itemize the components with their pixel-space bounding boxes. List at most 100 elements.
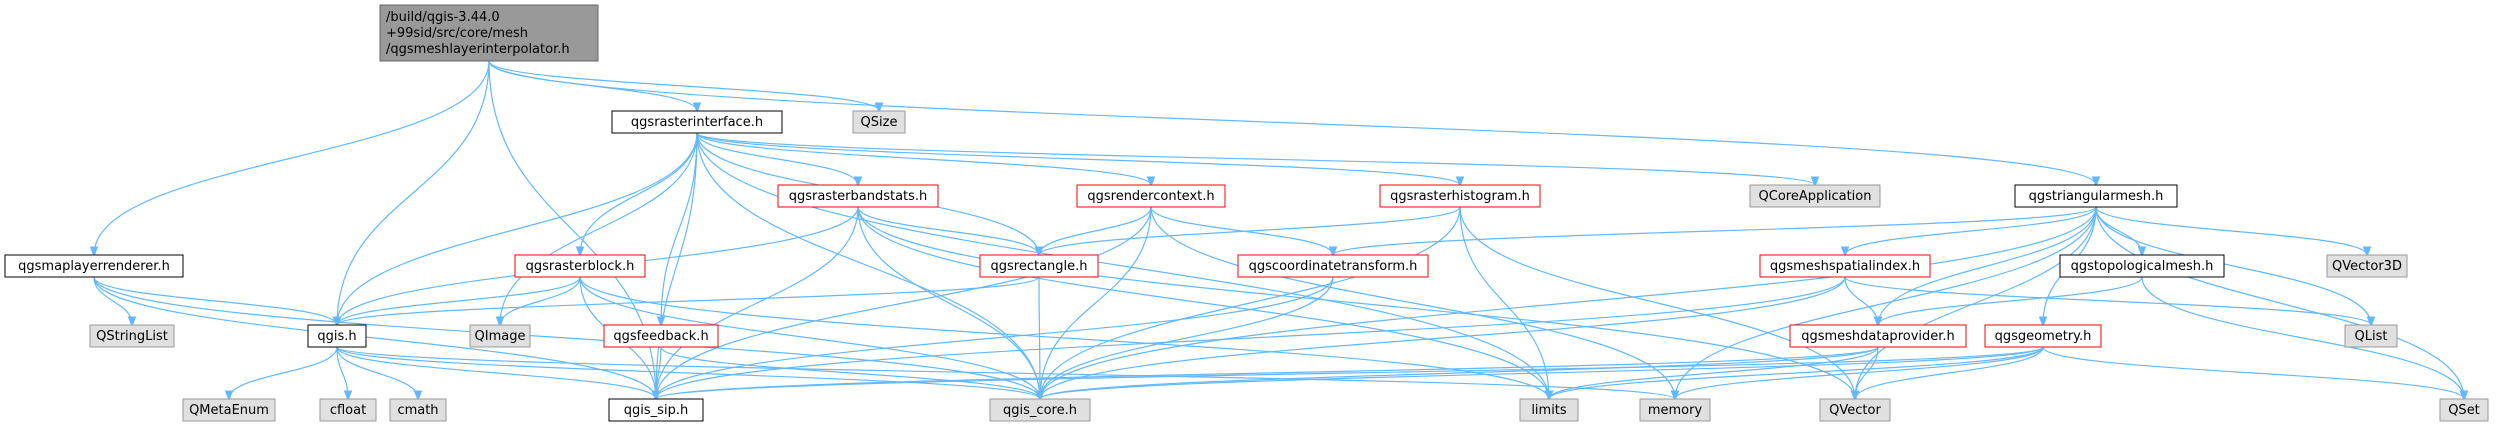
edge-qgsrasterinterface-to-limits — [696, 132, 1549, 399]
node-box-qgsrasterblock — [514, 254, 646, 278]
edge-qgsrasterbandstats-to-qgis_core — [857, 206, 1040, 399]
node-qgsrectangle[interactable]: qgsrectangle.h — [979, 254, 1099, 278]
edge-qgsrasterinterface-to-qimage — [500, 132, 698, 325]
node-label-qmetaenum: QMetaEnum — [189, 403, 269, 418]
node-qgsrasterblock[interactable]: qgsrasterblock.h — [514, 254, 646, 278]
edge-qgsrasterbandstats-to-qvector — [857, 206, 1855, 399]
node-label-qgsrasterhistogram: qgsrasterhistogram.h — [1390, 189, 1530, 204]
edge-qgis-to-qgis_sip — [336, 346, 656, 399]
node-label-root: +99sid/src/core/mesh — [386, 26, 528, 41]
node-qcoreapplication[interactable]: QCoreApplication — [1749, 184, 1881, 208]
edge-qgsmaplayerrenderer-to-qgis — [93, 276, 337, 325]
node-qimage[interactable]: QImage — [469, 324, 531, 348]
node-label-qgsmaplayerrenderer: qgsmaplayerrenderer.h — [18, 259, 170, 274]
node-cfloat[interactable]: cfloat — [319, 398, 377, 422]
node-memory[interactable]: memory — [1639, 398, 1711, 422]
node-qgsmeshspatialindex[interactable]: qgsmeshspatialindex.h — [1759, 254, 1931, 278]
edge-qgis-to-memory — [336, 346, 1675, 399]
node-label-qgis_core: qgis_core.h — [1003, 403, 1077, 418]
node-qvector3d[interactable]: QVector3D — [2326, 254, 2408, 278]
node-cmath[interactable]: cmath — [389, 398, 447, 422]
node-box-root — [379, 4, 599, 62]
node-qgsrendercontext[interactable]: qgsrendercontext.h — [1076, 184, 1226, 208]
node-box-qmetaenum — [182, 398, 276, 422]
node-box-qgis_sip — [608, 398, 704, 422]
node-label-root: /qgsmeshlayerinterpolator.h — [386, 42, 570, 57]
node-label-qimage: QImage — [475, 329, 526, 344]
node-qgsgeometry[interactable]: qgsgeometry.h — [1984, 324, 2102, 348]
node-box-cmath — [389, 398, 447, 422]
edge-qgsmaplayerrenderer-to-qgis_core — [93, 276, 1040, 399]
node-label-qgstopologicalmesh: qgstopologicalmesh.h — [2071, 259, 2214, 274]
edge-qgsrectangle-to-qgis_core — [1039, 276, 1040, 399]
node-box-qgsrectangle — [979, 254, 1099, 278]
node-label-qcoreapplication: QCoreApplication — [1759, 189, 1872, 204]
node-label-cfloat: cfloat — [330, 403, 366, 418]
node-label-qset: QSet — [2448, 403, 2480, 418]
node-qgis[interactable]: qgis.h — [307, 324, 367, 348]
node-qgis_core[interactable]: qgis_core.h — [989, 398, 1091, 422]
node-qgstriangularmesh[interactable]: qgstriangularmesh.h — [2014, 184, 2178, 208]
edge-qgsrasterbandstats-to-qgis_sip — [656, 206, 859, 399]
node-box-qgsmaplayerrenderer — [4, 254, 184, 278]
node-box-qgsrasterinterface — [611, 110, 783, 134]
edge-qgsrasterhistogram-to-qgsrectangle — [1039, 206, 1461, 255]
edge-qgsrendercontext-to-qgis_core — [1040, 206, 1152, 399]
edge-layer — [93, 60, 2464, 399]
node-qsize[interactable]: QSize — [852, 110, 906, 134]
node-label-limits: limits — [1531, 403, 1567, 418]
node-box-qgsrasterhistogram — [1379, 184, 1541, 208]
edge-qgis-to-qmetaenum — [229, 346, 338, 399]
edge-qgsrasterinterface-to-qcoreapplication — [696, 132, 1815, 185]
node-box-qgscoordinatetransform — [1237, 254, 1429, 278]
edge-qgstriangularmesh-to-qgis_core — [1040, 206, 2097, 399]
edge-root-to-qgis — [337, 60, 490, 325]
node-qstringlist[interactable]: QStringList — [89, 324, 175, 348]
node-qgsmeshdataprovider[interactable]: qgsmeshdataprovider.h — [1789, 324, 1967, 348]
node-qlist[interactable]: QList — [2344, 324, 2398, 348]
node-layer: /build/qgis-3.44.0+99sid/src/core/mesh/q… — [4, 4, 2489, 422]
node-box-qcoreapplication — [1749, 184, 1881, 208]
node-qgstopologicalmesh[interactable]: qgstopologicalmesh.h — [2059, 254, 2225, 278]
edge-root-to-qgstriangularmesh — [488, 60, 2096, 185]
node-qgsfeedback[interactable]: qgsfeedback.h — [603, 324, 719, 348]
edge-qgsgeometry-to-qgis_core — [1040, 346, 2044, 399]
node-qvector[interactable]: QVector — [1819, 398, 1891, 422]
edge-qgsgeometry-to-memory — [1675, 346, 2044, 399]
edge-qgsrasterinterface-to-qgsfeedback — [661, 132, 698, 325]
node-qgscoordinatetransform[interactable]: qgscoordinatetransform.h — [1237, 254, 1429, 278]
edge-qgsrasterinterface-to-qgsrasterblock — [580, 132, 698, 255]
node-box-qgis_core — [989, 398, 1091, 422]
edge-qgsgeometry-to-qgis_sip — [656, 346, 2044, 399]
node-qgsmaplayerrenderer[interactable]: qgsmaplayerrenderer.h — [4, 254, 184, 278]
edge-qgsgeometry-to-qvector — [1855, 346, 2044, 399]
node-label-qgsrasterbandstats: qgsrasterbandstats.h — [789, 189, 928, 204]
node-label-qgsfeedback: qgsfeedback.h — [613, 329, 708, 344]
node-qgis_sip[interactable]: qgis_sip.h — [608, 398, 704, 422]
node-qset[interactable]: QSet — [2439, 398, 2489, 422]
edge-qgis-to-cfloat — [336, 346, 348, 399]
node-label-qvector3d: QVector3D — [2332, 259, 2402, 274]
edge-qgsrasterblock-to-qgis_core — [579, 276, 1040, 399]
edge-qgsmaplayerrenderer-to-qgis_sip — [93, 276, 656, 399]
node-qgsrasterbandstats[interactable]: qgsrasterbandstats.h — [777, 184, 939, 208]
edge-qgsrendercontext-to-qgis_sip — [656, 206, 1152, 399]
edge-qgstriangularmesh-to-qlist — [2095, 206, 2371, 325]
node-label-qgscoordinatetransform: qgscoordinatetransform.h — [1249, 259, 1418, 274]
node-box-memory — [1639, 398, 1711, 422]
node-qmetaenum[interactable]: QMetaEnum — [182, 398, 276, 422]
node-box-qgsgeometry — [1984, 324, 2102, 348]
edge-root-to-qgsmaplayerrenderer — [94, 60, 490, 255]
node-label-qgis_sip: qgis_sip.h — [624, 403, 688, 418]
edge-qgstriangularmesh-to-qset — [2095, 206, 2464, 399]
edge-qgstriangularmesh-to-qgstopologicalmesh — [2095, 206, 2142, 255]
node-qgsrasterhistogram[interactable]: qgsrasterhistogram.h — [1379, 184, 1541, 208]
node-qgsrasterinterface[interactable]: qgsrasterinterface.h — [611, 110, 783, 134]
node-label-qgsgeometry: qgsgeometry.h — [1995, 329, 2092, 344]
node-box-qsize — [852, 110, 906, 134]
node-root[interactable]: /build/qgis-3.44.0+99sid/src/core/mesh/q… — [379, 4, 599, 62]
node-limits[interactable]: limits — [1519, 398, 1579, 422]
edge-qgsrasterblock-to-qimage — [500, 276, 581, 325]
edge-qgstopologicalmesh-to-qset — [2141, 276, 2464, 399]
node-box-qgsmeshdataprovider — [1789, 324, 1967, 348]
